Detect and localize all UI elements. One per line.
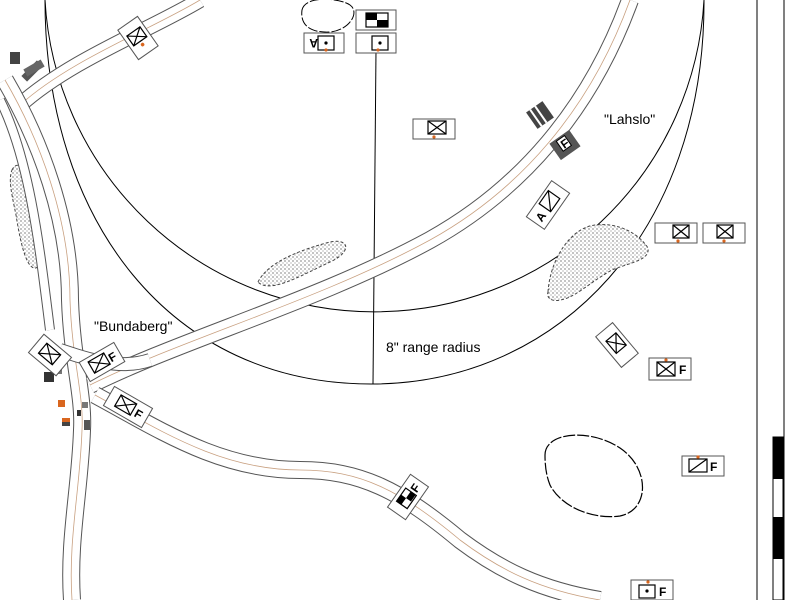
hill-contour-2 bbox=[301, 0, 355, 33]
range-radius-line bbox=[372, 49, 377, 385]
artillery-unit-5[interactable] bbox=[702, 222, 746, 244]
artillery-unit[interactable]: A bbox=[303, 32, 345, 54]
infantry-unit-6[interactable]: F bbox=[78, 341, 126, 383]
unit-mark-f-4: F bbox=[659, 585, 666, 599]
hill-contour bbox=[544, 434, 643, 518]
forest-patch-2 bbox=[257, 240, 347, 287]
vehicle-cluster-2[interactable]: F bbox=[549, 129, 581, 161]
unit-mark-f-3: F bbox=[710, 460, 717, 474]
artillery-unit-2[interactable] bbox=[355, 32, 397, 54]
town-label-bundaberg: "Bundaberg" bbox=[94, 318, 172, 334]
artillery-unit-6[interactable]: F bbox=[681, 455, 725, 477]
infantry-unit-3[interactable] bbox=[595, 321, 639, 369]
infantry-unit-2[interactable] bbox=[412, 118, 456, 140]
artillery-unit-3[interactable]: A bbox=[525, 179, 571, 231]
unit-mark-f-2: F bbox=[679, 363, 686, 377]
range-label: 8" range radius bbox=[386, 339, 480, 355]
artillery-unit-4[interactable] bbox=[654, 222, 698, 244]
forest-patch-3 bbox=[547, 224, 649, 301]
vehicle-cluster[interactable] bbox=[526, 101, 554, 129]
hq-unit[interactable] bbox=[355, 9, 397, 31]
unit-mark-a: A bbox=[309, 36, 318, 50]
infantry-unit-5[interactable] bbox=[27, 333, 73, 377]
infantry-unit[interactable] bbox=[117, 15, 159, 61]
hq-unit-2[interactable]: F bbox=[630, 579, 674, 600]
hq-unit-3[interactable]: F bbox=[386, 473, 430, 521]
road-network bbox=[0, 0, 639, 600]
infantry-unit-4[interactable]: F bbox=[648, 357, 692, 381]
infantry-unit-7[interactable]: F bbox=[102, 385, 154, 429]
scale-bar bbox=[772, 436, 784, 600]
town-label-lahslo: "Lahslo" bbox=[604, 111, 655, 127]
